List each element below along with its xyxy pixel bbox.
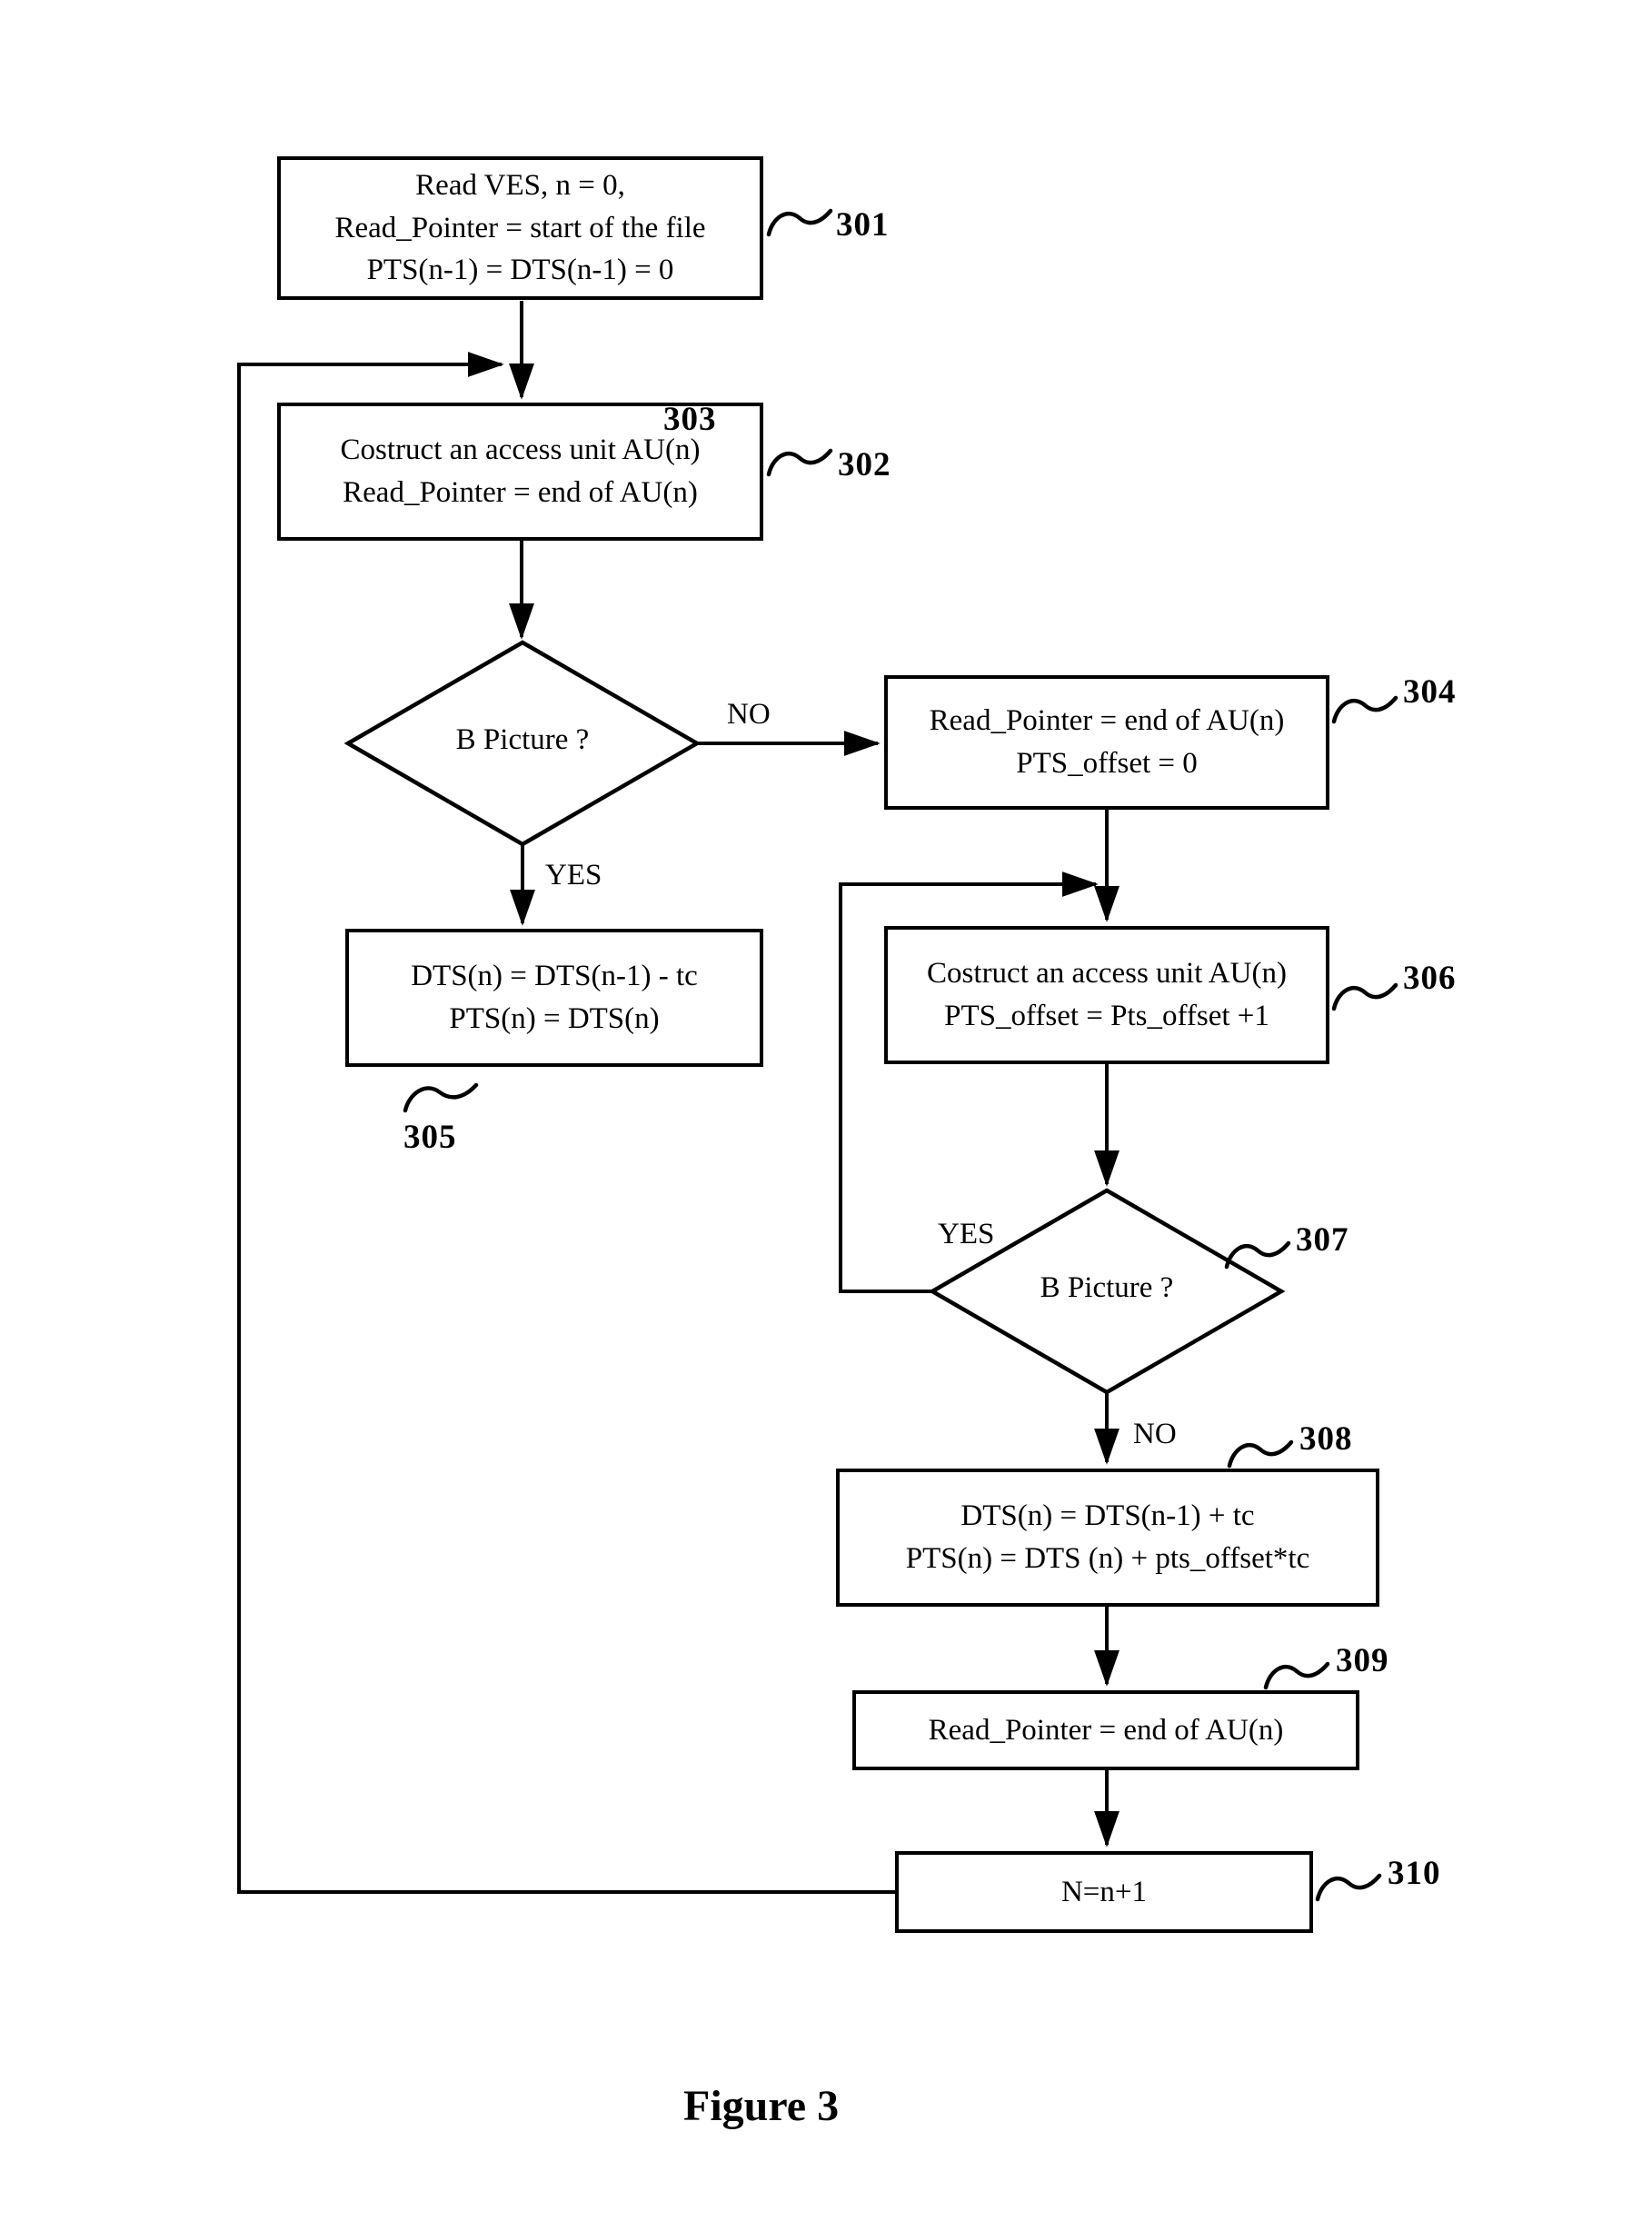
step-301-box: Read VES, n = 0, Read_Pointer = start of… xyxy=(277,156,763,300)
step-301-line1: Read VES, n = 0, xyxy=(415,168,625,202)
decision-307-no-label: NO xyxy=(1133,1418,1177,1450)
ref-302: 302 xyxy=(838,446,891,483)
ref-307: 307 xyxy=(1296,1221,1349,1259)
step-310-line1: N=n+1 xyxy=(1060,1875,1148,1908)
callout-squiggle-304 xyxy=(1331,695,1398,724)
callout-squiggle-308 xyxy=(1227,1439,1294,1469)
loop-310-return-to-302 xyxy=(237,352,895,1894)
step-305-box: DTS(n) = DTS(n-1) - tc PTS(n) = DTS(n) xyxy=(345,929,763,1067)
step-302-box: Costruct an access unit AU(n) Read_Point… xyxy=(277,403,763,541)
step-306-line1: Costruct an access unit AU(n) xyxy=(927,957,1287,991)
step-304-box: Read_Pointer = end of AU(n) PTS_offset =… xyxy=(884,675,1329,810)
callout-squiggle-309 xyxy=(1263,1661,1330,1690)
ref-306: 306 xyxy=(1403,960,1457,997)
step-306-box: Costruct an access unit AU(n) PTS_offset… xyxy=(884,926,1329,1064)
decision-303-yes-label: YES xyxy=(545,859,602,891)
step-308-line2: PTS(n) = DTS (n) + pts_offset*tc xyxy=(905,1542,1310,1575)
step-308-box: DTS(n) = DTS(n-1) + tc PTS(n) = DTS (n) … xyxy=(836,1469,1379,1607)
step-306-line2: PTS_offset = Pts_offset +1 xyxy=(944,1000,1269,1032)
ref-304: 304 xyxy=(1403,673,1457,711)
step-308-line1: DTS(n) = DTS(n-1) + tc xyxy=(960,1499,1255,1533)
figure-caption: Figure 3 xyxy=(683,2082,840,2130)
callout-squiggle-302 xyxy=(766,448,833,477)
loop-307-yes-to-306 xyxy=(839,871,1099,1293)
step-304-line1: Read_Pointer = end of AU(n) xyxy=(929,704,1285,738)
step-305-line2: PTS(n) = DTS(n) xyxy=(449,1002,660,1035)
decision-307-label: B Picture ? xyxy=(1040,1271,1174,1304)
step-302-line1: Costruct an access unit AU(n) xyxy=(340,433,701,467)
step-301-line3: PTS(n-1) = DTS(n-1) = 0 xyxy=(366,254,674,287)
callout-squiggle-310 xyxy=(1315,1873,1382,1902)
ref-303: 303 xyxy=(663,401,717,438)
step-302-line2: Read_Pointer = end of AU(n) xyxy=(343,476,698,509)
step-304-line2: PTS_offset = 0 xyxy=(1016,747,1198,780)
ref-305: 305 xyxy=(403,1119,457,1156)
step-301-line2: Read_Pointer = start of the file xyxy=(334,211,706,244)
ref-310: 310 xyxy=(1388,1855,1441,1892)
step-309-line1: Read_Pointer = end of AU(n) xyxy=(928,1713,1284,1747)
callout-squiggle-301 xyxy=(766,208,833,237)
step-309-box: Read_Pointer = end of AU(n) xyxy=(852,1690,1359,1770)
ref-301: 301 xyxy=(836,206,890,244)
decision-307-diamond xyxy=(928,1188,1286,1395)
decision-303-no-label: NO xyxy=(727,698,771,731)
decision-303-diamond xyxy=(343,640,702,847)
decision-307-yes-label: YES xyxy=(938,1218,995,1250)
step-305-line1: DTS(n) = DTS(n-1) - tc xyxy=(411,960,698,993)
ref-308: 308 xyxy=(1299,1420,1353,1458)
ref-309: 309 xyxy=(1336,1642,1389,1679)
decision-303-label: B Picture ? xyxy=(455,723,590,756)
callout-squiggle-305 xyxy=(403,1082,479,1113)
callout-squiggle-307 xyxy=(1224,1240,1291,1270)
callout-squiggle-306 xyxy=(1331,982,1398,1011)
step-310-box: N=n+1 xyxy=(895,1851,1313,1933)
